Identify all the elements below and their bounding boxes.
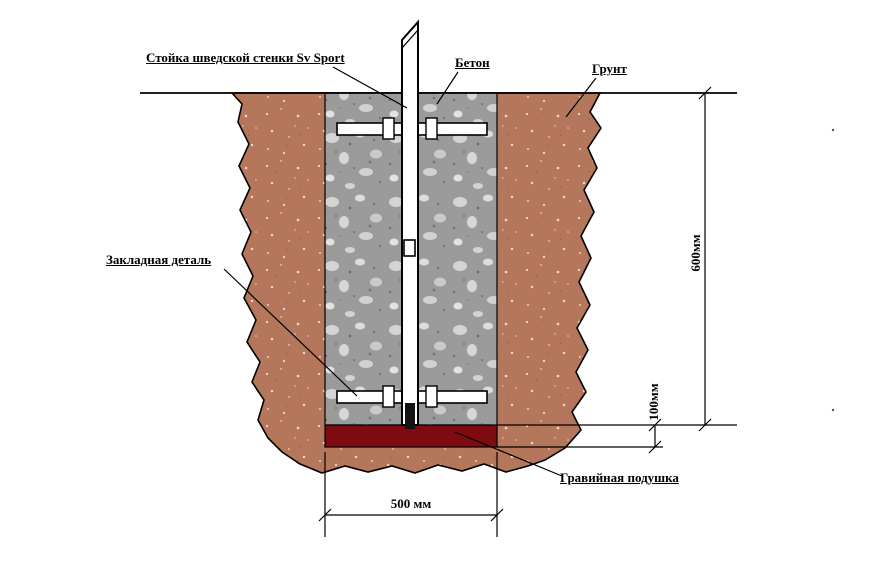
leader-gravel (454, 431, 563, 477)
print-specks (831, 128, 835, 412)
post-body (401, 19, 419, 426)
post-break-line (401, 29, 419, 49)
leader-embedded (223, 268, 358, 397)
bolt-plates (382, 117, 438, 408)
dimension-lines (318, 86, 712, 522)
post-base-anchor (405, 403, 415, 429)
dimension-gravel-thickness: 100мм (646, 383, 661, 421)
label-embedded-part: Закладная деталь (106, 252, 212, 267)
wall-post (401, 19, 419, 429)
label-concrete: Бетон (455, 55, 490, 70)
leader-soil (565, 77, 597, 118)
leader-lines (223, 66, 597, 477)
label-gravel-pad: Гравийная подушка (560, 470, 679, 485)
post-hole-detail (403, 239, 416, 257)
label-soil: Грунт (592, 61, 627, 76)
leader-concrete (436, 71, 459, 105)
label-post: Стойка шведской стенки Sv Sport (146, 50, 345, 65)
dimension-pit-width: 500 мм (390, 496, 432, 511)
dimension-depth: 600мм (688, 234, 703, 272)
extension-lines (324, 424, 737, 537)
leader-post (332, 66, 408, 109)
